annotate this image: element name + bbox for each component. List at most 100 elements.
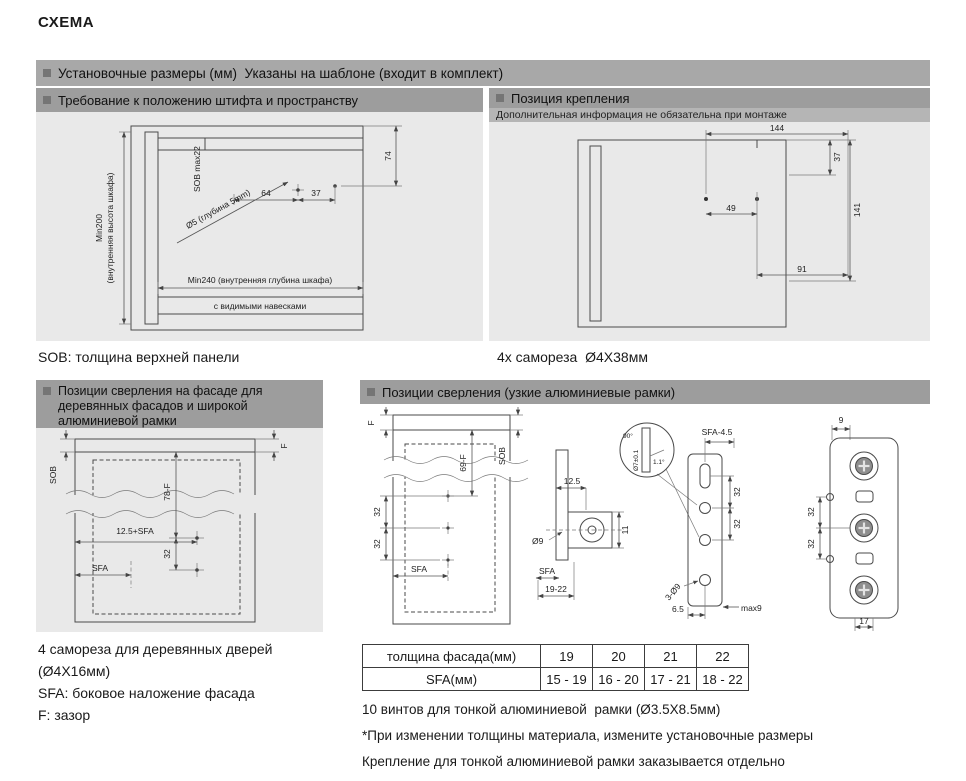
sfa-table: толщина фасада(мм) 19 20 21 22 SFA(мм) 1… (362, 644, 749, 691)
table-cell: 21 (644, 644, 697, 668)
table-cell: 22 (696, 644, 749, 668)
table-cell: 18 - 22 (696, 667, 749, 691)
dim-11: 11 (620, 525, 630, 534)
panel-mount-body: 144 37 141 49 91 (489, 122, 930, 341)
dim-32: 32 (732, 519, 742, 529)
dim-3dia9: 3-Ø9 (663, 581, 683, 602)
dim-dia9: Ø9 (532, 536, 544, 546)
table-cell: 15 - 19 (540, 667, 593, 691)
dimension-labels: SOB max22 Min200 (внутренняя высота шкаф… (94, 146, 393, 311)
panel-mount-subtitle: Дополнительная информация не обязательна… (489, 108, 930, 122)
dim-sfa: SFA (411, 564, 427, 574)
header-bar: Установочные размеры (мм) Указаны на шаб… (36, 60, 930, 86)
dim-min200-note: (внутренняя высота шкафа) (105, 172, 115, 283)
note-line: (Ø4X16мм) (38, 663, 111, 679)
table-row: толщина фасада(мм) 19 20 21 22 (362, 644, 749, 668)
dim-sfa: SFA (539, 566, 555, 576)
drill-positions (190, 531, 204, 577)
panel-mounting-position: Позиция крепления Дополнительная информа… (489, 88, 930, 341)
facade-notes: 4 самореза для деревянных дверей (Ø4X16м… (38, 638, 272, 726)
template-plate: SFA-4.5 32 32 3-Ø9 6.5 max9 (663, 427, 762, 619)
dim-125: 12.5 (564, 476, 581, 486)
dim-37: 37 (832, 152, 842, 162)
door-outline (65, 438, 258, 623)
dim-65: 6.5 (672, 604, 684, 614)
page-title: СХЕМА (38, 14, 95, 31)
dim-49: 49 (726, 203, 736, 213)
bottom-notes: 10 винтов для тонкой алюминиевой рамки (… (362, 697, 813, 775)
note-line: 10 винтов для тонкой алюминиевой рамки (… (362, 702, 721, 717)
dim-17: 17 (859, 616, 869, 626)
dim-125sfa: 12.5+SFA (116, 526, 154, 536)
caption-sob: SOB: толщина верхней панели (38, 349, 240, 365)
detail-circle: 90° Ø7±0.1 1.1° (619, 422, 700, 538)
dim-32: 32 (806, 539, 816, 549)
mounting-position-drawing: 144 37 141 49 91 (577, 123, 862, 328)
dim-f: F (366, 420, 376, 425)
narrow-frame-drawing: F 32 32 69-F SOB SFA (366, 407, 899, 631)
dim-144: 144 (770, 123, 784, 133)
dim-91: 91 (797, 264, 807, 274)
panel-narrow-body: F 32 32 69-F SOB SFA (360, 404, 930, 632)
note-line: SFA: боковое наложение фасада (38, 685, 255, 701)
dimension-lines (704, 130, 856, 282)
dim-max9: max9 (741, 603, 762, 613)
caption-screws: 4x самореза Ø4X38мм (497, 349, 648, 365)
note-line: Крепление для тонкой алюминиевой рамки з… (362, 754, 785, 769)
dim-32: 32 (162, 549, 172, 559)
facade-drilling-drawing: SOB F 78-F 32 12.5+SFA SFA (48, 430, 289, 623)
panel-narrow-frames: Позиции сверления (узкие алюминиевые рам… (360, 380, 930, 632)
mounting-plate: 9 32 32 17 (806, 415, 899, 631)
dim-drill-note: Ø5 (глубина 5mm) (184, 187, 252, 231)
dimension-lines (60, 430, 279, 588)
dim-32: 32 (372, 539, 382, 549)
dim-f: F (279, 443, 289, 448)
table-cell: 20 (592, 644, 645, 668)
dim-32: 32 (806, 507, 816, 517)
title-bullet-icon (43, 96, 51, 104)
cabinet-outline (130, 125, 364, 331)
dim-32: 32 (372, 507, 382, 517)
visible-hinges-box (157, 296, 364, 315)
dim-64: 64 (261, 188, 271, 198)
table-cell: 19 (540, 644, 593, 668)
table-row: SFA(мм) 15 - 19 16 - 20 17 - 21 18 - 22 (362, 667, 749, 691)
table-cell: 17 - 21 (644, 667, 697, 691)
dimension-lines (119, 125, 402, 325)
dim-37: 37 (311, 188, 321, 198)
panel-facade-title-bar: Позиции сверления на фасаде для деревянн… (36, 380, 323, 428)
dim-min240: Min240 (внутренняя глубина шкафа) (188, 275, 333, 285)
screw-hole (704, 197, 708, 201)
note-line: F: зазор (38, 707, 91, 723)
note-line: *При изменении толщины материала, измени… (362, 728, 814, 743)
dim-78f: 78-F (162, 483, 172, 500)
note-line: 4 самореза для деревянных дверей (38, 641, 273, 657)
panel-outline (577, 139, 787, 328)
dim-sob-max22: SOB max22 (192, 146, 202, 192)
panel-pin-requirement: Требование к положению штифта и простран… (36, 88, 483, 341)
panel-narrow-title-bar: Позиции сверления (узкие алюминиевые рам… (360, 380, 930, 404)
table-cell: 16 - 20 (592, 667, 645, 691)
pin-requirement-drawing: SOB max22 Min200 (внутренняя высота шкаф… (94, 125, 402, 331)
table-cell: толщина фасада(мм) (362, 644, 541, 668)
panel-pin-title: Требование к положению штифта и простран… (58, 92, 359, 108)
panel-mount-title-bar: Позиция крепления (489, 88, 930, 108)
dim-11deg: 1.1° (653, 458, 665, 466)
title-bullet-icon (496, 94, 504, 102)
panel-pin-title-bar: Требование к положению штифта и простран… (36, 88, 483, 112)
frame-section-view: 12.5 Ø9 11 SFA 19-22 (532, 449, 630, 600)
dim-141: 141 (852, 203, 862, 217)
title-bullet-icon (43, 387, 51, 395)
header-bullet-icon (43, 69, 51, 77)
dim-sob: SOB (48, 466, 58, 484)
panel-narrow-title: Позиции сверления (узкие алюминиевые рам… (382, 384, 676, 400)
panel-facade-drilling: Позиции сверления на фасаде для деревянн… (36, 380, 323, 632)
dim-1922: 19-22 (545, 584, 567, 594)
dim-sob: SOB (497, 447, 507, 465)
panel-facade-title: Позиции сверления на фасаде для деревянн… (58, 384, 263, 428)
dim-sfa: SFA (92, 563, 108, 573)
narrow-door-view: F 32 32 69-F SOB SFA (366, 407, 529, 625)
table-cell: SFA(мм) (362, 667, 541, 691)
dim-69f: 69-F (458, 454, 468, 471)
